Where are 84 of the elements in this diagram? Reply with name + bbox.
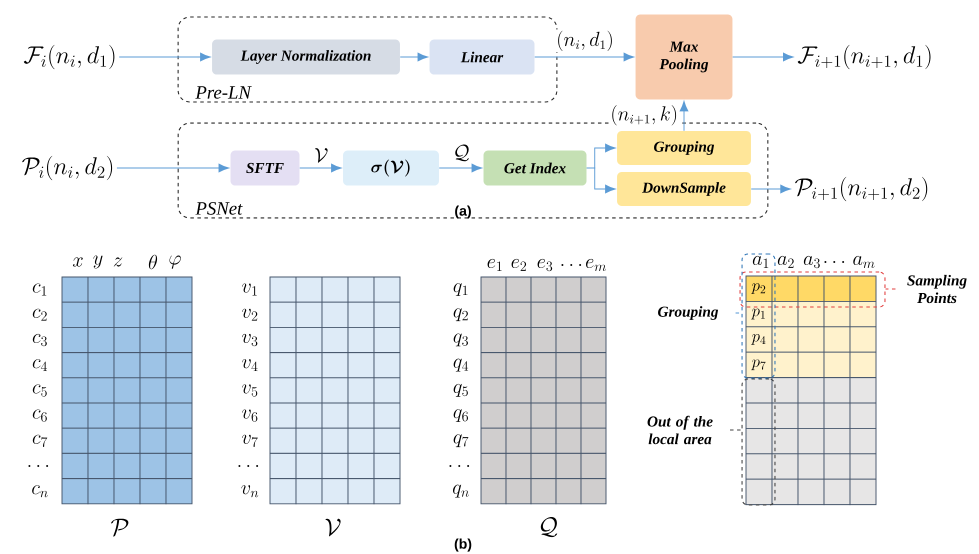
arrow: [534, 52, 634, 62]
process-box: $\sigma(\mathcal{V})$: [343, 150, 439, 186]
row-label: $q_5$: [454, 384, 468, 397]
tensor-formula: $\mathcal{F}_i(n_i, d_1)$: [24, 44, 114, 70]
row-label: $c_5$: [32, 384, 47, 397]
callout-text: Out of the local area: [648, 416, 713, 444]
cell-label: $p_7$: [751, 359, 766, 370]
row-label: $c_7$: [32, 434, 48, 447]
row-label: $v_1$: [242, 284, 257, 296]
row-label: $v_2$: [242, 308, 258, 321]
row-label: $q_4$: [454, 358, 468, 372]
row-label: $\dots$: [28, 465, 48, 467]
row-label: $v_4$: [242, 359, 258, 372]
row-label: $v_n$: [241, 485, 258, 498]
column-label: $\varphi$: [170, 255, 181, 269]
process-box: Max Pooling: [636, 14, 732, 100]
callout-text: Grouping: [658, 306, 718, 320]
row-label: $v_7$: [242, 434, 258, 447]
row-label: $q_7$: [454, 434, 468, 448]
leader-line: [736, 312, 742, 314]
row-label: $v_3$: [242, 334, 258, 346]
row-label: $q_n$: [453, 484, 469, 498]
column-label: $x$: [72, 257, 83, 267]
edge-label: $\mathcal{V}$: [313, 146, 330, 164]
row-label: $q_6$: [454, 409, 468, 422]
process-box: DownSample: [617, 172, 751, 206]
arrow: [118, 52, 210, 62]
column-label: $\theta$: [148, 254, 158, 270]
leader-line: [886, 288, 896, 290]
dashed-region: [742, 378, 776, 506]
row-label: $q_2$: [454, 308, 468, 322]
row-label: $q_3$: [454, 333, 468, 346]
row-label: $c_4$: [32, 359, 48, 372]
matrix-symbol: $\mathcal{V}$: [325, 518, 341, 536]
row-label: $c_1$: [32, 284, 46, 296]
column-label: $a_2$: [778, 256, 794, 268]
edge-label: $(n_{i+1}, k)$: [609, 104, 680, 127]
column-label: $e_m$: [586, 258, 606, 272]
callout-text: Sampling Points: [907, 274, 967, 304]
column-label: $e_1$: [488, 258, 502, 271]
row-label: $v_5$: [242, 384, 258, 397]
edge-label: $\mathcal{Q}$: [452, 144, 471, 162]
column-label: $e_3$: [538, 258, 552, 272]
arrow: [732, 52, 794, 62]
matrix-symbol: $\mathcal{P}$: [111, 518, 128, 537]
arrow: [750, 184, 791, 194]
cell-label: $p_2$: [751, 283, 766, 294]
panel-label: (a): [455, 205, 471, 219]
matrix-symbol: $\mathcal{Q}$: [540, 517, 558, 538]
cell-label: $p_4$: [751, 334, 766, 345]
tensor-formula: $\mathcal{F}_{i+1}(n_{i+1}, d_1)$: [798, 44, 930, 70]
arrow: [438, 164, 482, 172]
process-box: Linear: [430, 39, 534, 75]
panel-label: (b): [454, 538, 472, 552]
column-label: $e_2$: [512, 258, 526, 271]
row-label: $\dots$: [238, 465, 258, 467]
leader-line: [730, 429, 742, 431]
arrow: [400, 52, 428, 62]
row-label: $q_1$: [454, 283, 468, 296]
dashed-region: [742, 254, 776, 379]
row-label: $\dots$: [449, 465, 470, 467]
row-label: $c_6$: [32, 410, 47, 422]
column-label: $z$: [114, 257, 122, 267]
process-box: Layer Normalization: [212, 39, 400, 75]
tensor-formula: $\mathcal{P}_{i+1}(n_{i+1}, d_2)$: [795, 176, 928, 202]
dashed-region: [740, 271, 886, 308]
process-box: Grouping: [617, 131, 751, 165]
column-label: $\dots$: [561, 264, 582, 266]
process-box: SFTF: [230, 150, 300, 186]
tensor-formula: $\mathcal{P}_i(n_i, d_2)$: [22, 156, 112, 180]
row-label: $c_2$: [32, 308, 47, 321]
row-label: $v_6$: [242, 410, 258, 422]
row-label: $c_3$: [32, 334, 47, 346]
arrow: [586, 168, 616, 194]
edge-label: $(n_i, d_1)$: [555, 30, 615, 52]
process-box: Get Index: [484, 150, 586, 186]
row-label: $c_n$: [32, 485, 48, 498]
arrow: [116, 164, 229, 172]
column-label: $y$: [93, 255, 102, 269]
column-label: $a_3$: [804, 256, 820, 268]
arrow: [680, 101, 688, 132]
column-label: $a_1$: [752, 256, 768, 268]
arrow: [299, 164, 342, 172]
cell-label: $p_1$: [751, 308, 765, 320]
